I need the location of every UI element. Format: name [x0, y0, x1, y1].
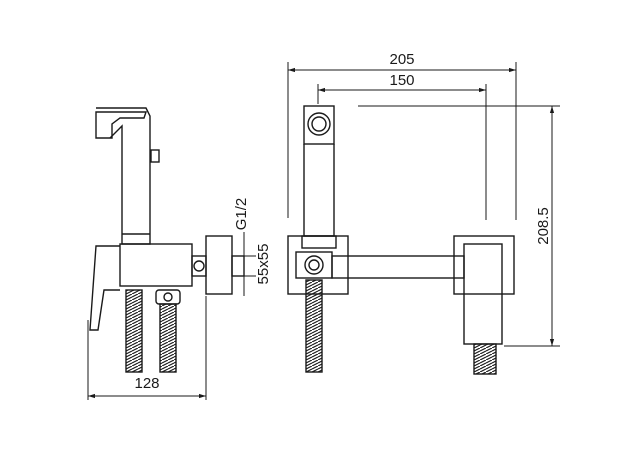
dimension-208-5 [358, 105, 560, 347]
dimension-150 [317, 84, 487, 220]
label-side-depth: 128 [134, 375, 159, 392]
sprayer-nozzle [307, 112, 331, 136]
side-view [89, 107, 245, 373]
hose-front-left [305, 279, 323, 373]
sprayer-handle [96, 107, 151, 245]
dimension-205 [287, 62, 517, 220]
wall-flange-right [453, 235, 515, 295]
label-thread: G1/2 [233, 198, 250, 231]
inlet-nut [155, 289, 181, 305]
label-overall-width: 205 [389, 51, 414, 68]
label-mount-width: 150 [389, 72, 414, 89]
front-view [287, 105, 515, 375]
label-height: 208.5 [535, 207, 552, 245]
dimension-128 [87, 296, 207, 400]
lever [89, 245, 120, 331]
label-flange-size: 55x55 [255, 244, 272, 285]
valve-body [119, 243, 193, 287]
hose-front-right [473, 343, 497, 375]
hose-left [125, 289, 143, 373]
wall-flange-side [205, 235, 233, 295]
sprayer-front-head [303, 105, 335, 145]
sprayer-trigger [150, 149, 160, 163]
connecting-bar [331, 255, 465, 279]
thread-stub [231, 255, 245, 277]
hose-right [159, 303, 177, 373]
sprayer-head [95, 111, 147, 139]
sprayer-front-body [303, 144, 335, 237]
dimension-flange [238, 232, 256, 296]
